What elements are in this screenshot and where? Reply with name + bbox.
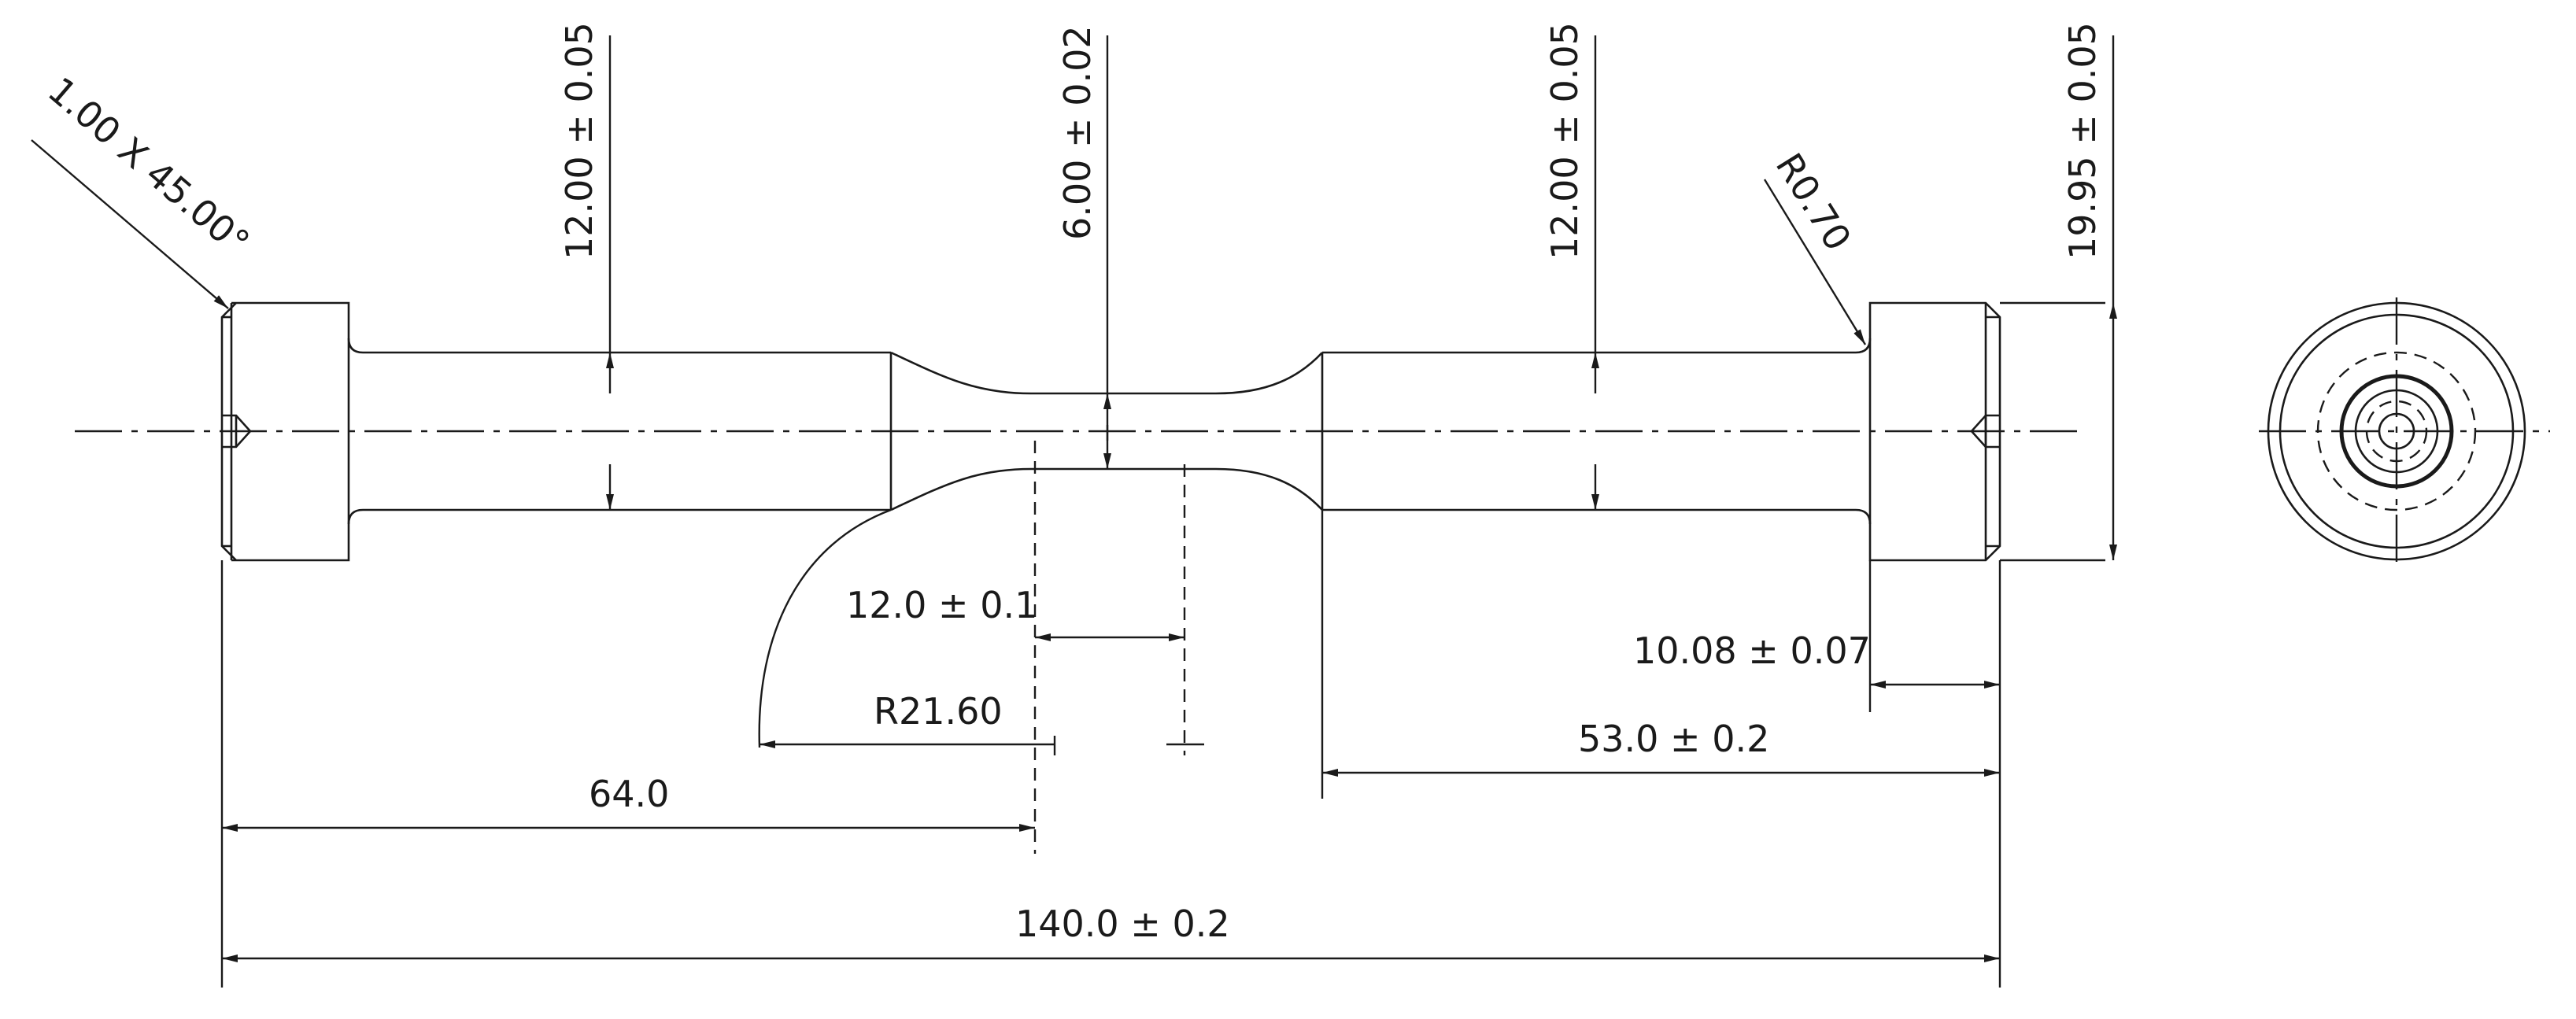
dim-head-dia: 19.95 ± 0.05 bbox=[2000, 22, 2117, 562]
dim-grip-right: 12.00 ± 0.05 bbox=[1543, 22, 1599, 510]
dim-gauge-length: 12.0 ± 0.1 bbox=[846, 441, 1204, 854]
label-transition-radius: R21.60 bbox=[874, 690, 1003, 733]
label-chamfer: 1.00 X 45.00° bbox=[40, 68, 257, 264]
dim-head-width: 10.08 ± 0.07 bbox=[1633, 560, 2001, 988]
dim-left-to-gauge: 64.0 bbox=[220, 560, 1035, 988]
label-fillet: R0.70 bbox=[1768, 146, 1860, 258]
dim-overall-length: 140.0 ± 0.2 bbox=[222, 903, 2000, 962]
label-right-length: 53.0 ± 0.2 bbox=[1578, 718, 1769, 760]
dim-chamfer: 1.00 X 45.00° bbox=[31, 68, 257, 309]
dim-grip-left: 12.00 ± 0.05 bbox=[558, 22, 614, 510]
label-overall-length: 140.0 ± 0.2 bbox=[1015, 903, 1230, 945]
label-gauge-dia: 6.00 ± 0.02 bbox=[1056, 25, 1099, 240]
dim-fillet: R0.70 bbox=[1763, 146, 1867, 345]
label-grip-right: 12.00 ± 0.05 bbox=[1543, 22, 1586, 260]
end-view bbox=[2259, 297, 2550, 565]
label-head-dia: 19.95 ± 0.05 bbox=[2061, 22, 2104, 260]
label-gauge-length: 12.0 ± 0.1 bbox=[846, 584, 1037, 626]
label-head-width: 10.08 ± 0.07 bbox=[1633, 629, 1871, 672]
label-grip-left: 12.00 ± 0.05 bbox=[558, 22, 601, 260]
dim-gauge-dia: 6.00 ± 0.02 bbox=[1056, 25, 1111, 469]
dim-transition-radius: R21.60 bbox=[758, 508, 1056, 755]
label-left-to-gauge: 64.0 bbox=[589, 773, 669, 815]
dim-right-length: 53.0 ± 0.2 bbox=[1321, 510, 2000, 799]
part-outline bbox=[220, 301, 2001, 562]
